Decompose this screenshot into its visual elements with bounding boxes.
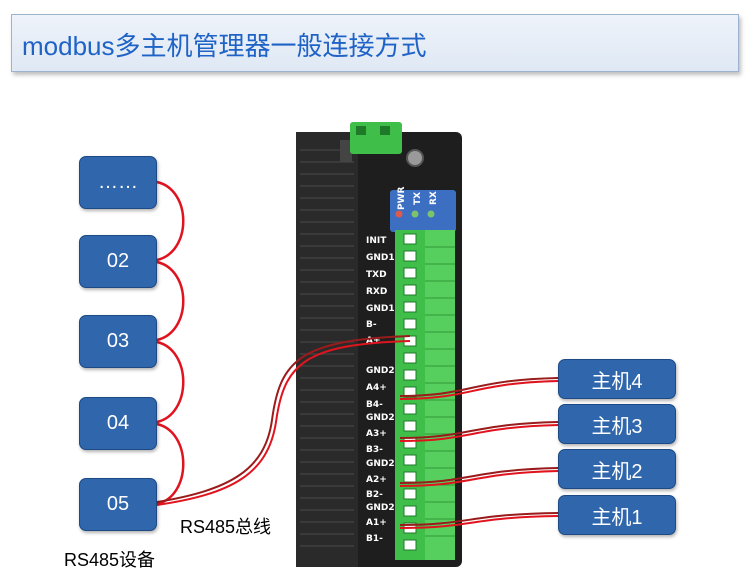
host-2: 主机2 [558, 449, 676, 489]
term-label-gnd2-4: GND2 [366, 366, 395, 376]
term-label-rxd: RXD [366, 287, 387, 297]
term-label-a3-plus: A3+ [366, 429, 387, 439]
host-3: 主机3 [558, 404, 676, 444]
rs485-device-05: 05 [79, 478, 157, 531]
term-label-a2-plus: A2+ [366, 475, 387, 485]
term-label-b1-minus: B1- [366, 534, 383, 544]
host-4: 主机4 [558, 359, 676, 399]
pwr-led [395, 210, 403, 218]
term-label-init: INIT [366, 236, 387, 246]
term-label-gnd1-a: GND1 [366, 253, 395, 263]
term-label-a4-plus: A4+ [366, 383, 387, 393]
term-label-txd: TXD [366, 270, 387, 280]
rs485-bus-wire-red [156, 340, 411, 506]
modbus-manager-device: PWR TX RX INIT [296, 122, 462, 567]
host-1: 主机1 [558, 495, 676, 535]
led-label-pwr: PWR [397, 186, 407, 210]
device-caption: RS485设备 [64, 550, 156, 570]
led-panel [390, 190, 456, 232]
antenna-connector [406, 149, 424, 167]
bus-caption: RS485总线 [180, 517, 272, 537]
rs485-device-03: 03 [79, 315, 157, 368]
host-wires [399, 377, 559, 529]
tx-led [411, 210, 419, 218]
term-label-b-minus: B- [366, 320, 377, 330]
rs485-device-ellipsis: …… [79, 156, 157, 209]
page-title: modbus多主机管理器一般连接方式 [22, 31, 427, 61]
title-bar: modbus多主机管理器一般连接方式 [11, 14, 739, 72]
led-label-tx: TX [413, 192, 423, 205]
term-label-gnd1-b: GND1 [366, 304, 395, 314]
rx-led [427, 210, 435, 218]
led-label-rx: RX [429, 191, 439, 205]
term-label-a-plus: A+ [366, 336, 381, 346]
device-chain-wires [156, 180, 185, 506]
term-label-b4-minus: B4- [366, 400, 383, 410]
term-label-gnd2-1: GND2 [366, 503, 395, 513]
rs485-bus-wire [156, 335, 411, 503]
term-label-b3-minus: B3- [366, 445, 383, 455]
term-label-b2-minus: B2- [366, 490, 383, 500]
rs485-device-02: 02 [79, 235, 157, 288]
term-label-a1-plus: A1+ [366, 518, 387, 528]
term-label-gnd2-2: GND2 [366, 459, 395, 469]
rs485-device-04: 04 [79, 397, 157, 450]
term-label-gnd2-3: GND2 [366, 413, 395, 423]
